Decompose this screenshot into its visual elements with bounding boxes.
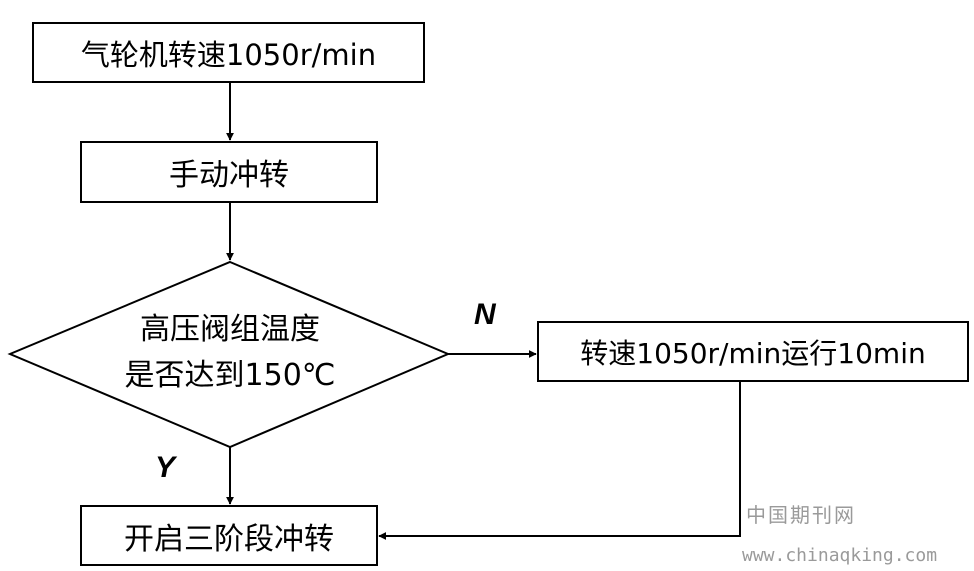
watermark-cn: 中国期刊网 (746, 503, 856, 527)
watermark-url: www.chinaqking.com (742, 545, 938, 566)
start-box (32, 22, 425, 83)
manual-box (80, 141, 378, 203)
run-box (537, 321, 969, 382)
decision-text-line1: 高压阀组温度 (140, 312, 320, 347)
final-text: 开启三阶段冲转 (124, 521, 334, 557)
run-text: 转速1050r/min运行10min (580, 336, 926, 370)
arrow-run-to-final (378, 381, 741, 540)
edge-label-no: N (474, 298, 496, 331)
start-text: 气轮机转速1050r/min (80, 37, 377, 72)
edge-label-yes: Y (155, 451, 176, 484)
decision-text-line2: 是否达到150℃ (124, 358, 336, 393)
final-box (80, 505, 378, 566)
manual-text: 手动冲转 (169, 158, 289, 193)
